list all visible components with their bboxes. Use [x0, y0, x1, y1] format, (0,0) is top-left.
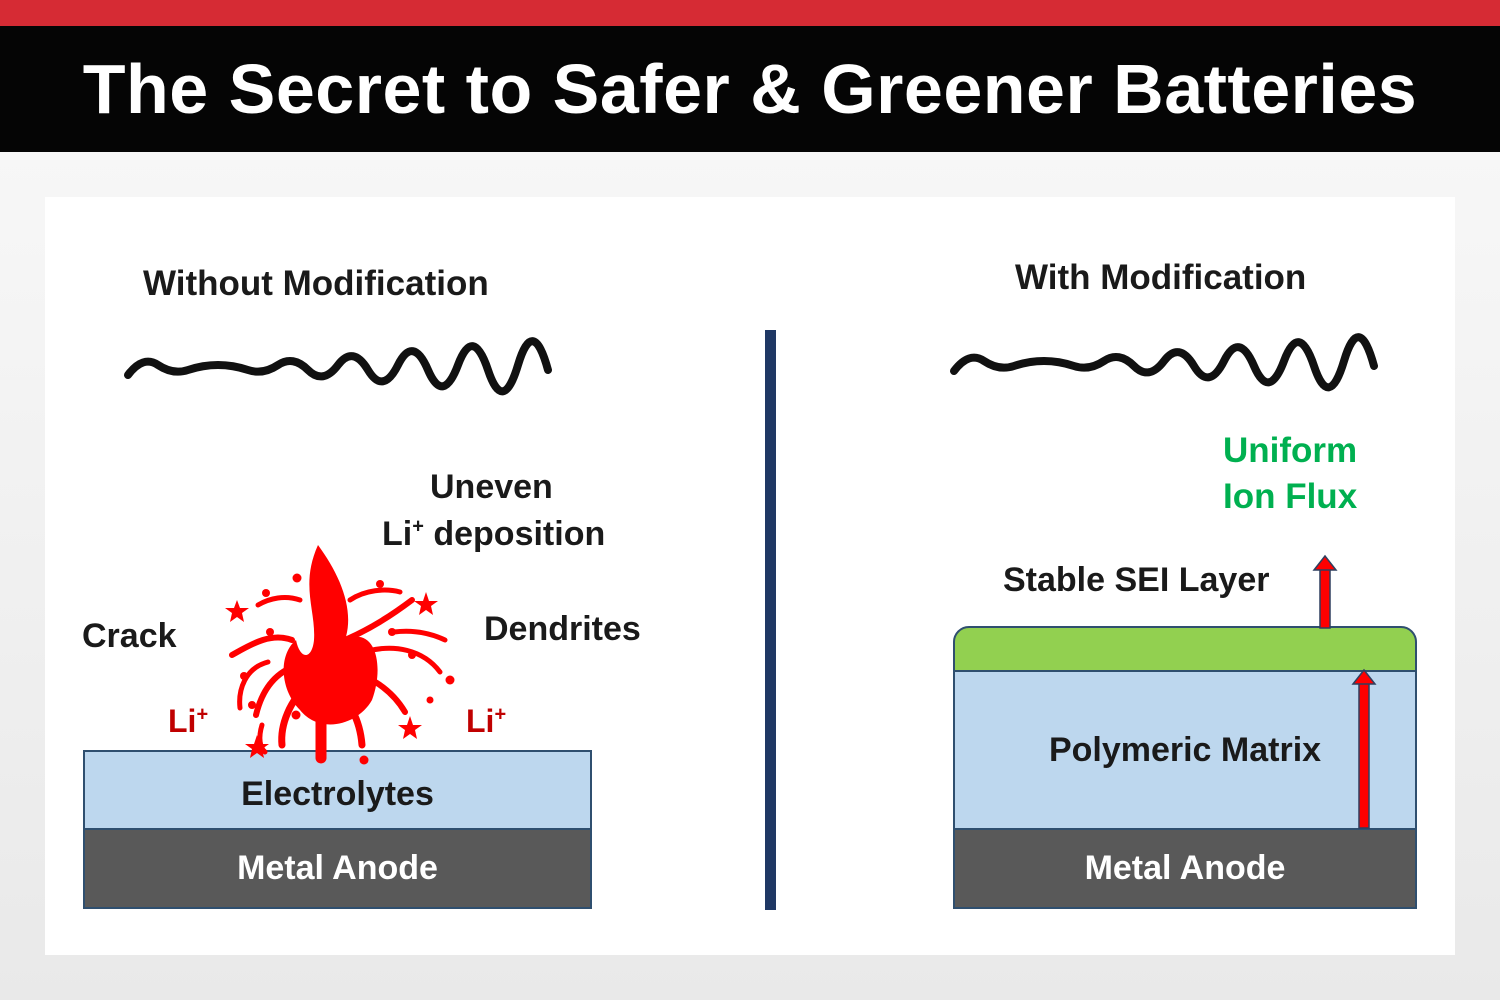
up-arrow-icon: [1351, 668, 1377, 829]
right-metal-anode: Metal Anode: [953, 828, 1417, 909]
left-heading: Without Modification: [143, 264, 489, 303]
li-ion-left: Li+: [168, 703, 208, 740]
wave-icon: [124, 337, 552, 396]
crack-label: Crack: [82, 617, 177, 655]
top-accent-bar: [0, 0, 1500, 26]
right-heading: With Modification: [1015, 258, 1307, 297]
li-ion-left-sup: +: [196, 703, 209, 726]
droplet-dots: [240, 573, 455, 765]
left-anode-label: Metal Anode: [237, 849, 438, 887]
li-ion-left-base: Li: [168, 703, 197, 739]
uneven-label-line2: Li+ deposition: [382, 515, 605, 554]
dendrite-burst-icon: [229, 545, 448, 764]
polymeric-matrix-layer: Polymeric Matrix: [953, 670, 1417, 830]
title-banner: The Secret to Safer & Greener Batteries: [0, 26, 1500, 152]
uneven-li-base: Li: [382, 515, 413, 553]
up-arrow-icon: [1312, 554, 1338, 629]
right-anode-label: Metal Anode: [1084, 849, 1286, 887]
uneven-deposition-text: deposition: [423, 515, 606, 553]
sei-label: Stable SEI Layer: [1003, 561, 1270, 599]
uniform-flux-line1: Uniform: [1223, 431, 1358, 470]
uniform-flux-line2: Ion Flux: [1223, 477, 1358, 516]
wave-icon: [950, 333, 1378, 392]
li-ion-right-base: Li: [466, 703, 495, 739]
page-title: The Secret to Safer & Greener Batteries: [82, 50, 1418, 128]
left-metal-anode: Metal Anode: [83, 828, 592, 909]
electrolytes-label: Electrolytes: [241, 774, 434, 813]
polymeric-matrix-label: Polymeric Matrix: [1048, 730, 1322, 769]
uneven-label-line1: Uneven: [430, 468, 553, 506]
sei-layer: [953, 626, 1417, 674]
li-ion-right: Li+: [466, 703, 506, 740]
star-icon: [225, 592, 438, 758]
li-ion-right-sup: +: [494, 703, 507, 726]
dendrites-label: Dendrites: [484, 610, 641, 648]
electrolyte-layer: Electrolytes: [83, 750, 592, 830]
uneven-li-sup: +: [412, 515, 424, 538]
center-divider: [765, 330, 776, 910]
